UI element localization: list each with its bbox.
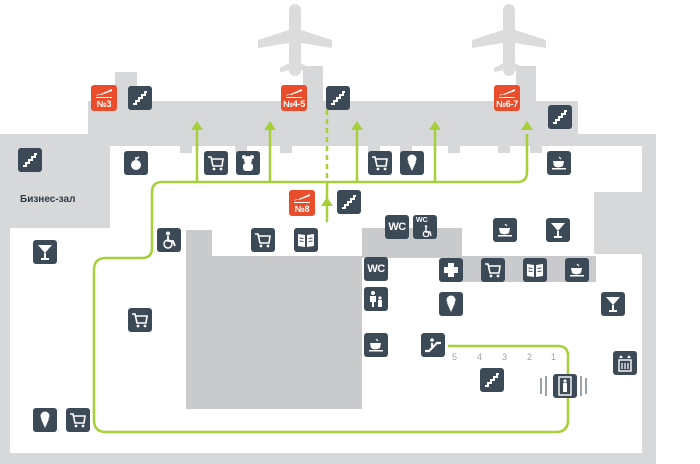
central-hall-block <box>186 256 362 409</box>
wc-label: WC <box>367 263 385 275</box>
walking-route <box>92 110 570 434</box>
cocktail-icon[interactable] <box>546 218 570 242</box>
stairs-icon[interactable] <box>337 190 361 214</box>
wc-label: WC <box>388 221 406 233</box>
gate-4-5-label: №4-5 <box>283 99 305 109</box>
newspaper-icon[interactable] <box>294 228 318 252</box>
shopping-cart-icon[interactable] <box>128 308 152 332</box>
business-lounge-label: Бизнес-зал <box>20 194 76 205</box>
shopping-cart-icon[interactable] <box>368 151 392 175</box>
stairs-icon[interactable] <box>128 86 152 110</box>
ice-cream-icon[interactable] <box>439 292 463 316</box>
wc-icon[interactable]: WC <box>385 215 409 239</box>
shopping-cart-icon[interactable] <box>66 408 90 432</box>
route-arrows <box>191 121 533 206</box>
cocktail-icon[interactable] <box>601 292 625 316</box>
newspaper-icon[interactable] <box>523 258 547 282</box>
shopping-cart-icon[interactable] <box>481 258 505 282</box>
gate-6-7-sign[interactable]: №6-7 <box>494 85 520 111</box>
wc-icon[interactable]: WC <box>364 257 388 281</box>
accessible-wc-label: WC <box>416 217 428 224</box>
stairs-icon[interactable] <box>480 368 504 392</box>
gate-3-sign[interactable]: №3 <box>91 85 117 111</box>
ice-cream-icon[interactable] <box>33 408 57 432</box>
stairs-icon[interactable] <box>326 86 350 110</box>
stairs-icon[interactable] <box>18 148 42 172</box>
wheelchair-icon[interactable] <box>157 228 181 252</box>
coffee-cup-icon[interactable] <box>493 218 517 242</box>
elevator-markers <box>540 376 587 396</box>
coffee-cup-icon[interactable] <box>565 258 589 282</box>
lift-icon[interactable] <box>613 351 637 375</box>
gate-6-7-label: №6-7 <box>496 99 518 109</box>
stairs-icon[interactable] <box>548 105 572 129</box>
level-1: 1 <box>551 352 557 362</box>
level-4: 4 <box>477 352 483 362</box>
toy-icon[interactable] <box>236 151 260 175</box>
escalator-icon[interactable] <box>421 333 445 357</box>
coffee-cup-icon[interactable] <box>547 151 571 175</box>
level-5: 5 <box>452 352 458 362</box>
gate-3-label: №3 <box>96 99 112 109</box>
cocktail-icon[interactable] <box>33 240 57 264</box>
shopping-cart-icon[interactable] <box>204 151 228 175</box>
gate-8-label: №8 <box>294 204 310 214</box>
level-3: 3 <box>502 352 508 362</box>
family-icon[interactable] <box>364 287 388 311</box>
airplane-right <box>472 4 546 76</box>
fruit-icon[interactable] <box>124 151 148 175</box>
gate-4-5-sign[interactable]: №4-5 <box>281 85 307 111</box>
pharmacy-icon[interactable] <box>439 258 463 282</box>
coffee-cup-icon[interactable] <box>364 333 388 357</box>
level-2: 2 <box>527 352 533 362</box>
elevator-icon[interactable] <box>553 374 577 398</box>
gate-8-sign[interactable]: №8 <box>289 190 315 216</box>
ice-cream-icon[interactable] <box>400 151 424 175</box>
airplane-left <box>258 4 332 76</box>
accessible-wc-icon[interactable]: WC <box>413 215 437 239</box>
shopping-cart-icon[interactable] <box>251 228 275 252</box>
